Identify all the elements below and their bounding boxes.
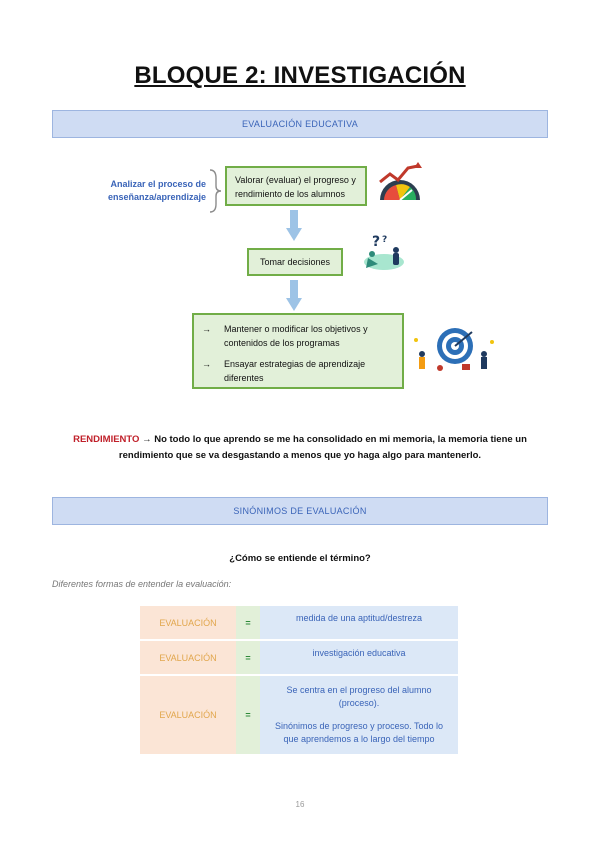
page-number: 16 — [295, 800, 305, 809]
page-title: BLOQUE 2: INVESTIGACIÓN — [134, 62, 466, 89]
table-row: EVALUACIÓN = medida de una aptitud/destr… — [140, 606, 458, 639]
rendimiento-keyword: RENDIMIENTO — [73, 434, 140, 445]
svg-text:?: ? — [382, 235, 387, 245]
table-row: EVALUACIÓN = Se centra en el progreso de… — [140, 676, 458, 754]
table-row: EVALUACIÓN = investigación educativa — [140, 641, 458, 674]
target-team-icon — [414, 328, 494, 371]
down-arrow-icon — [286, 280, 302, 311]
curly-brace-icon — [209, 169, 222, 213]
down-arrow-icon — [286, 210, 302, 241]
row-label: EVALUACIÓN — [140, 606, 236, 639]
row-label: EVALUACIÓN — [140, 641, 236, 674]
equals-sign: = — [236, 676, 260, 754]
subtitle: Diferentes formas de entender la evaluac… — [52, 579, 232, 589]
evaluacion-table: EVALUACIÓN = medida de una aptitud/destr… — [140, 604, 458, 756]
section-band-sinonimos: SINÓNIMOS DE EVALUACIÓN — [52, 497, 548, 525]
question-people-icon: ? ? — [364, 234, 404, 270]
section-band-label: SINÓNIMOS DE EVALUACIÓN — [233, 506, 367, 516]
row-value: Se centra en el progreso del alumno (pro… — [260, 676, 458, 754]
question-heading: ¿Cómo se entiende el término? — [229, 553, 371, 564]
svg-text:?: ? — [372, 234, 380, 250]
row-value: investigación educativa — [260, 641, 458, 674]
box-tomar-decisiones: Tomar decisiones — [247, 248, 343, 276]
section-band-evaluacion-educativa: EVALUACIÓN EDUCATIVA — [52, 110, 548, 138]
side-label: Analizar el proceso de enseñanza/aprendi… — [107, 179, 206, 202]
growth-chart-gauge-icon — [379, 162, 422, 201]
equals-sign: = — [236, 606, 260, 639]
row-value: medida de una aptitud/destreza — [260, 606, 458, 639]
section-band-label: EVALUACIÓN EDUCATIVA — [241, 119, 359, 129]
rendimiento-paragraph: RENDIMIENTO → No todo lo que aprendo se … — [73, 434, 527, 461]
row-label: EVALUACIÓN — [140, 676, 236, 754]
box-valorar: Valorar (evaluar) el progreso y rendimie… — [225, 166, 367, 206]
equals-sign: = — [236, 641, 260, 674]
